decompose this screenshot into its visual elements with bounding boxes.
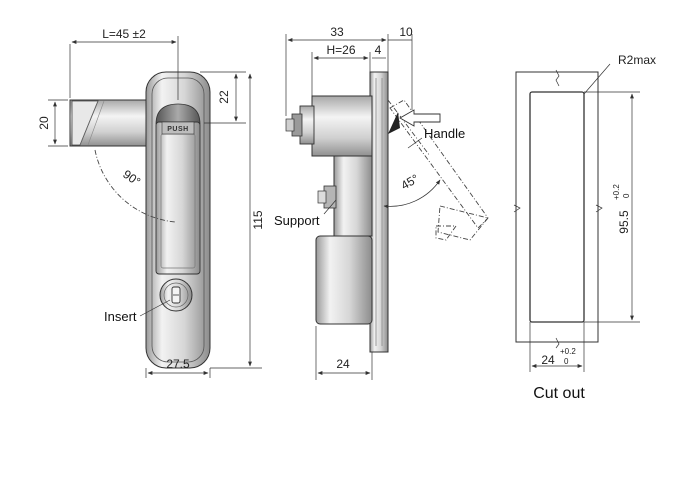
- dim-panel-label: 4: [375, 43, 382, 57]
- rotation-arc: [94, 149, 177, 223]
- handle-label: Handle: [424, 126, 465, 141]
- cutout-opening: [529, 91, 585, 323]
- handle-face: [155, 121, 201, 275]
- dim-top-offset-label: 22: [217, 90, 231, 104]
- cutout-width-tol-lower: 0: [564, 357, 569, 366]
- dim-depth-label: 33: [330, 25, 344, 39]
- push-plate: [161, 121, 195, 135]
- side-view: 45° Handle Support 33 H=26 4 10 24: [274, 25, 489, 380]
- cutout-height-tol-lower: 0: [622, 193, 631, 198]
- angle-45-label: 45°: [399, 171, 422, 192]
- cylinder-housing: [315, 235, 373, 325]
- cutout-view: R2max 95.5 +0.2 0 24 +0.2 0 Cut out: [513, 53, 656, 402]
- insert-label: Insert: [104, 309, 137, 324]
- dim-extension-label: 10: [399, 25, 413, 39]
- extended-handle: [69, 99, 149, 147]
- dim-width-label: 27.5: [166, 357, 190, 371]
- cutout-caption: Cut out: [533, 385, 585, 402]
- angle-90-label: 90°: [120, 167, 143, 189]
- cutout-width-label: 24: [541, 353, 555, 367]
- dim-bottom-label: 24: [336, 357, 350, 371]
- push-text: PUSH: [167, 126, 188, 133]
- dim-h-label: H=26: [326, 43, 355, 57]
- cutout-height-tol-upper: +0.2: [612, 184, 621, 200]
- front-view: PUSH 90° Insert L=45 ±2 20 22 11: [37, 27, 265, 378]
- dim-length-label: L=45 ±2: [102, 27, 146, 41]
- cutout-width-tol-upper: +0.2: [560, 347, 576, 356]
- panel-flange: [369, 71, 389, 353]
- corner-radius-label: R2max: [618, 53, 656, 67]
- support-block: [333, 155, 373, 237]
- push-arrow: [399, 109, 441, 127]
- cutout-height-label: 95.5: [617, 210, 631, 234]
- support-label: Support: [274, 213, 320, 228]
- handle-top: [155, 103, 201, 125]
- opened-handle: [387, 99, 489, 241]
- dim-total-height-label: 115: [251, 210, 265, 229]
- dim-thickness-label: 20: [37, 116, 51, 130]
- key-cylinder: [159, 278, 193, 312]
- cam-housing: [311, 95, 373, 157]
